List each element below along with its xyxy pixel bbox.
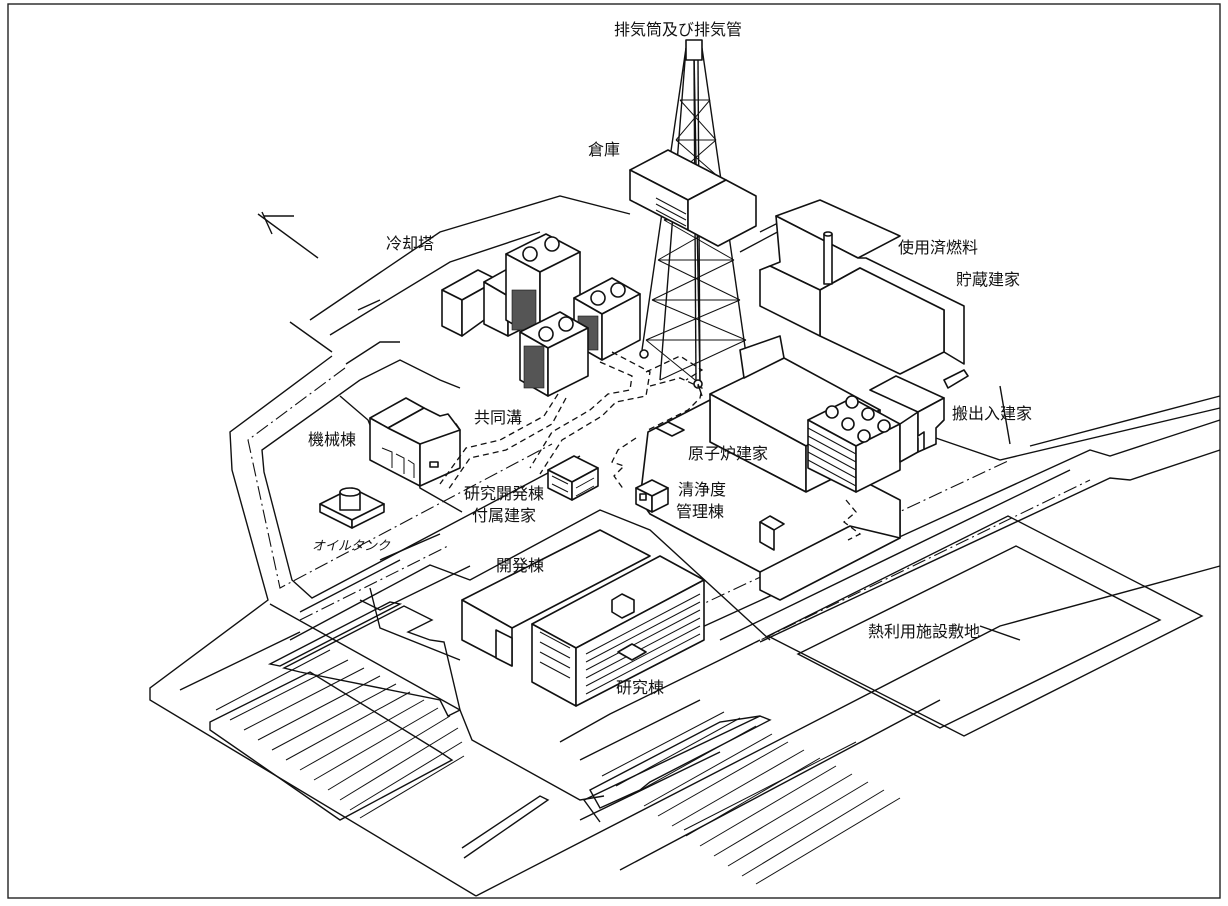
machinery-building	[369, 397, 461, 487]
parking-lot-right	[589, 711, 901, 885]
reactor-building	[639, 335, 901, 601]
label-research: 研究棟	[616, 678, 665, 697]
label-oil-tank: オイルタンク	[312, 539, 391, 554]
carry-in-out-building	[869, 369, 969, 463]
label-warehouse: 倉庫	[588, 140, 621, 159]
north-arrow	[257, 211, 319, 259]
parking-lot-left	[209, 601, 465, 821]
label-cleanliness-line2: 管理棟	[676, 502, 725, 521]
oil-tank	[319, 487, 385, 529]
drawing-border	[7, 3, 1221, 899]
label-common-trench: 共同溝	[474, 408, 523, 427]
label-reactor: 原子炉建家	[688, 444, 769, 463]
research-building	[531, 555, 705, 707]
label-spent-fuel-line2: 貯蔵建家	[956, 270, 1021, 289]
cooling-towers	[441, 233, 641, 397]
site-roads	[149, 195, 1221, 897]
label-development: 開発棟	[496, 556, 545, 575]
rd-annex-building	[547, 455, 599, 501]
development-building	[461, 529, 651, 667]
common-trench	[439, 351, 862, 541]
label-machinery: 機械棟	[308, 430, 357, 449]
label-carry-in-out: 搬出入建家	[952, 404, 1033, 423]
label-heat-site: 熱利用施設敷地	[868, 622, 981, 641]
label-spent-fuel-line1: 使用済燃料	[898, 238, 979, 257]
label-exhaust-stack: 排気筒及び排気管	[614, 20, 743, 39]
label-rd-annex-line1: 研究開発棟	[464, 484, 545, 503]
spent-fuel-storage	[759, 199, 965, 375]
warehouse	[629, 149, 757, 247]
heat-utilization-site	[766, 515, 1204, 737]
label-rd-annex-line2: 付属建家	[472, 506, 537, 525]
label-cooling-tower: 冷却塔	[386, 234, 435, 253]
label-cleanliness-line1: 清浄度	[678, 480, 727, 499]
cleanliness-building	[635, 479, 669, 513]
